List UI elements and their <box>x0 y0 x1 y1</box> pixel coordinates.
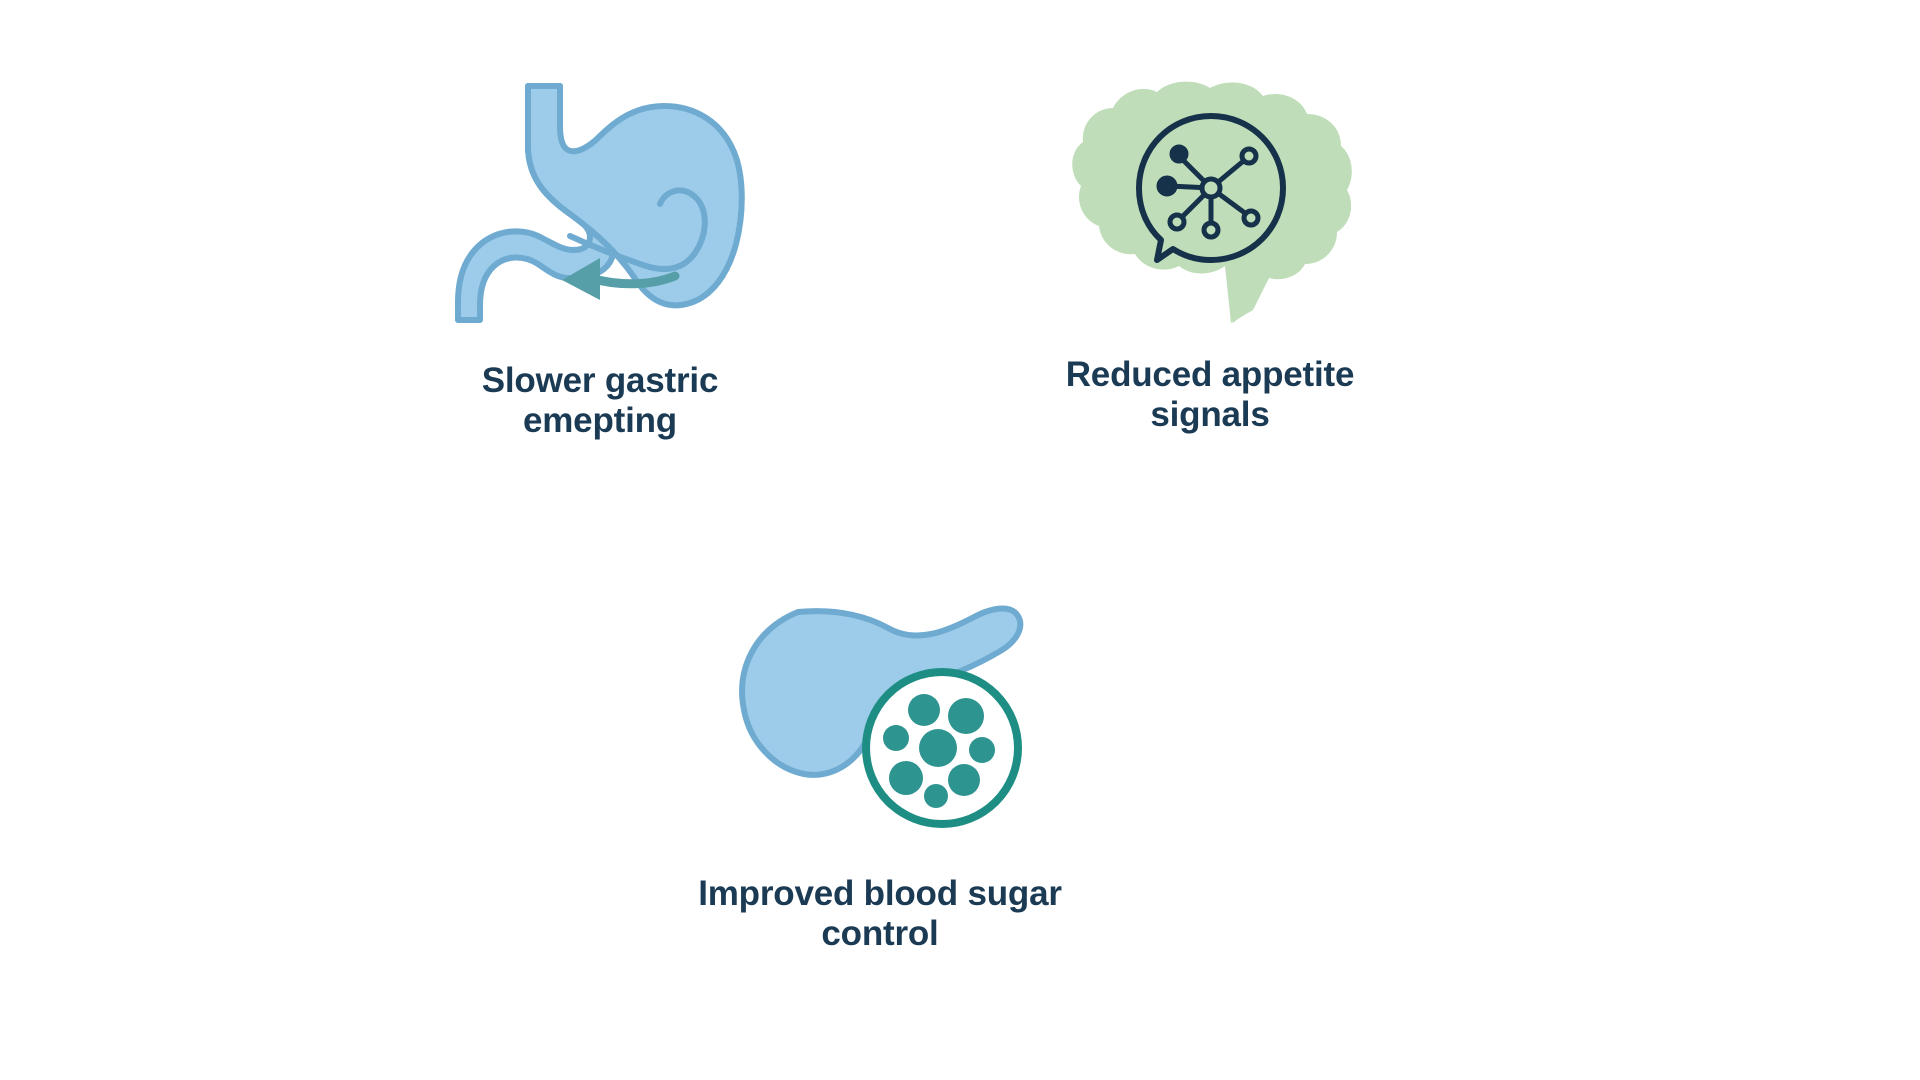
pancreas-islet-icon <box>739 605 1024 828</box>
benefit-card-slower-gastric-emptying: Slower gastric emepting <box>430 80 770 441</box>
benefit-label-slower-gastric-emptying: Slower gastric emepting <box>481 361 719 440</box>
brain-signal-icon-wrap <box>1065 80 1355 325</box>
benefit-label-reduced-appetite-signals: Reduced appetite signals <box>1065 355 1355 434</box>
benefit-label-improved-blood-sugar-control: Improved blood sugar control <box>698 874 1062 953</box>
islet-cells <box>883 694 995 808</box>
motility-arrow-head <box>562 258 600 300</box>
neural-network-icon <box>1156 144 1261 240</box>
speech-bubble-icon <box>1136 113 1286 263</box>
stomach-icon-wrap <box>450 80 750 325</box>
benefit-card-improved-blood-sugar-control: Improved blood sugar control <box>600 600 1160 954</box>
brain-signal-icon <box>1072 81 1352 323</box>
benefit-card-reduced-appetite-signals: Reduced appetite signals <box>1040 80 1380 435</box>
stomach-icon <box>455 83 745 323</box>
pancreas-islet-icon-wrap <box>720 600 1040 840</box>
